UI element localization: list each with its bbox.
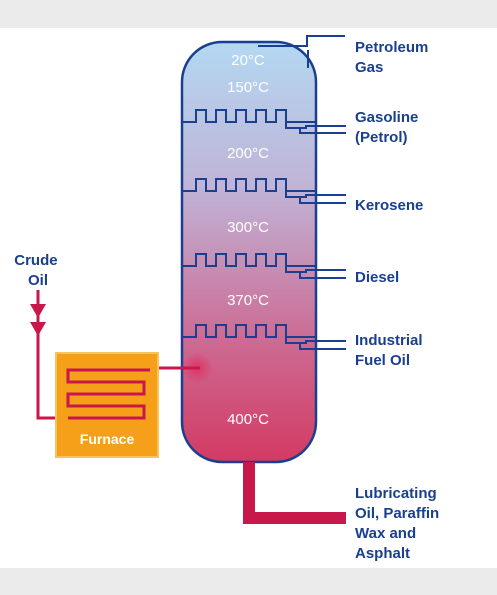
- label-petroleum-gas-line-1: Petroleum: [355, 39, 428, 56]
- label-residue-line-1: Lubricating: [355, 485, 437, 502]
- label-fuel-oil-line-2: Fuel Oil: [355, 352, 410, 369]
- label-crude-oil-line-1: Crude: [14, 252, 57, 269]
- furnace-coil: [66, 368, 150, 420]
- label-crude-oil: Crude Oil: [14, 252, 62, 289]
- temp-20: 20°C: [231, 52, 265, 69]
- tray-2: [182, 178, 316, 192]
- temp-200: 200°C: [227, 145, 269, 162]
- label-petroleum-gas: Petroleum Gas: [355, 39, 433, 76]
- label-residue-line-4: Asphalt: [355, 545, 410, 562]
- label-petroleum-gas-line-2: Gas: [355, 59, 383, 76]
- tray-3: [182, 253, 316, 267]
- label-residue-line-2: Oil, Paraffin: [355, 505, 439, 522]
- tray-1: [182, 109, 316, 123]
- distillation-column: [180, 40, 318, 464]
- label-gasoline-line-2: (Petrol): [355, 129, 408, 146]
- temp-400: 400°C: [227, 411, 269, 428]
- crude-arrow-1: [30, 304, 46, 318]
- label-kerosene: Kerosene: [355, 197, 423, 214]
- label-residue-line-3: Wax and: [355, 525, 416, 542]
- label-gasoline: Gasoline (Petrol): [355, 109, 423, 146]
- label-fuel-oil-line-1: Industrial: [355, 332, 423, 349]
- temp-370: 370°C: [227, 292, 269, 309]
- residue-pipe: [243, 462, 346, 524]
- diagram-canvas: 20°C 150°C 200°C 300°C 370°C 400°C Petro…: [0, 28, 497, 568]
- temp-300: 300°C: [227, 219, 269, 236]
- label-gasoline-line-1: Gasoline: [355, 109, 418, 126]
- label-crude-oil-line-2: Oil: [28, 272, 48, 289]
- label-residue: Lubricating Oil, Paraffin Wax and Asphal…: [355, 485, 443, 562]
- temp-150: 150°C: [227, 79, 269, 96]
- outlet-lines: [258, 35, 346, 350]
- crude-arrow-2: [30, 322, 46, 336]
- label-diesel: Diesel: [355, 269, 399, 286]
- label-furnace: Furnace: [80, 431, 135, 447]
- label-fuel-oil: Industrial Fuel Oil: [355, 332, 427, 369]
- distillation-diagram: 20°C 150°C 200°C 300°C 370°C 400°C Petro…: [14, 35, 443, 562]
- tray-4: [182, 324, 316, 338]
